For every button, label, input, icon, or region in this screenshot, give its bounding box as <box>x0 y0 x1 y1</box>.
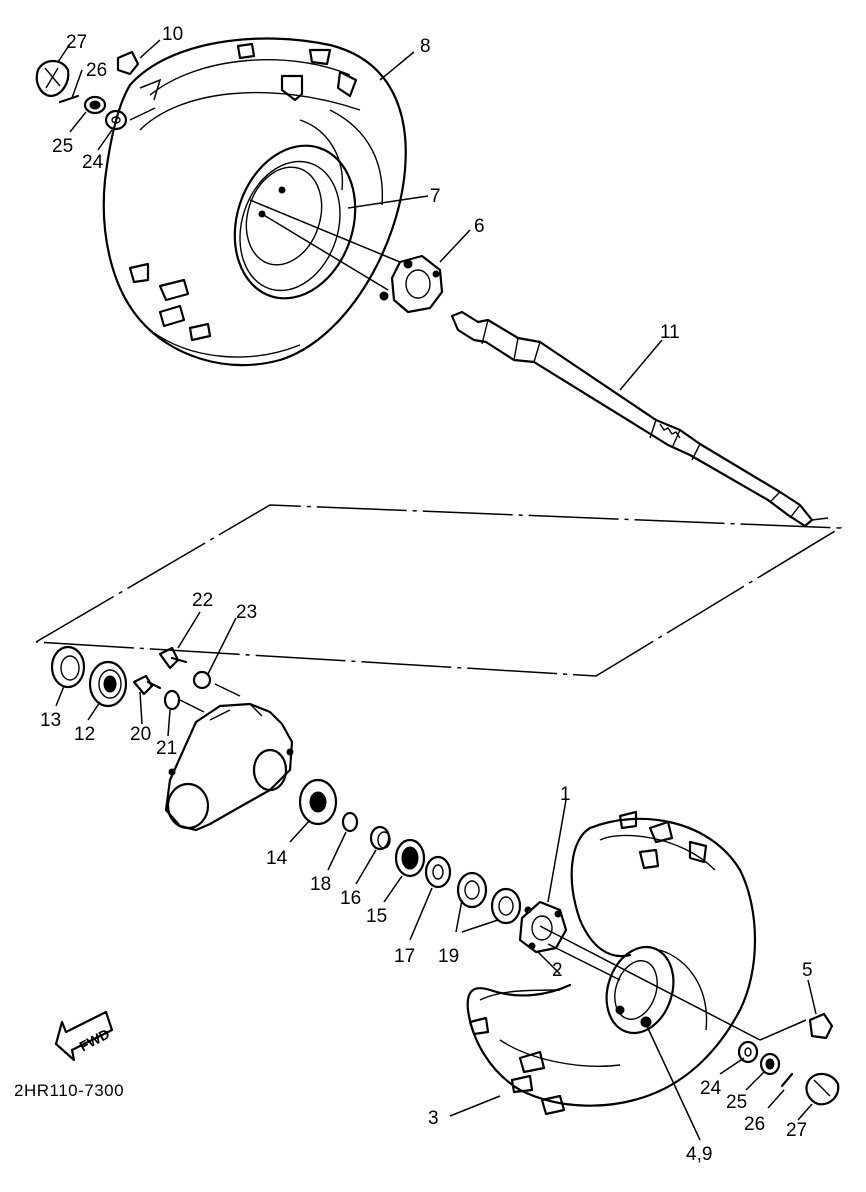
callout-6: 6 <box>474 216 485 237</box>
callout-27-bottom: 27 <box>786 1120 807 1141</box>
differential-case <box>164 702 294 832</box>
washer-23 <box>192 670 212 690</box>
gear-14 <box>298 778 338 826</box>
callout-25-bottom: 25 <box>726 1092 747 1113</box>
callout-17: 17 <box>394 946 415 967</box>
tire-bottom <box>466 810 757 1116</box>
hub-bottom <box>518 900 568 954</box>
callout-15: 15 <box>366 906 387 927</box>
part-code: 2HR110-7300 <box>14 1081 124 1100</box>
hub-top <box>379 254 444 314</box>
callout-11: 11 <box>660 322 680 343</box>
seal-13 <box>50 645 86 689</box>
hardware-bottom <box>737 1012 840 1106</box>
callout-12: 12 <box>74 724 95 745</box>
o-ring-18 <box>341 811 359 833</box>
callout-25-top: 25 <box>52 136 73 157</box>
callout-16: 16 <box>340 888 361 909</box>
callout-19: 19 <box>438 946 459 967</box>
tire-top <box>102 37 407 367</box>
hardware-top <box>35 50 140 131</box>
callout-4-9: 4,9 <box>686 1144 712 1165</box>
washer-17 <box>424 855 452 889</box>
callout-26-bottom: 26 <box>744 1114 765 1135</box>
callout-23: 23 <box>236 602 257 623</box>
callout-3: 3 <box>428 1108 439 1129</box>
axle-shaft <box>450 310 829 528</box>
collar-16 <box>369 825 391 851</box>
callout-22: 22 <box>192 590 213 611</box>
leader-lines <box>55 39 817 1141</box>
callout-26-top: 26 <box>86 60 107 81</box>
seal-15 <box>394 838 426 878</box>
callout-24-top: 24 <box>82 152 104 173</box>
callout-7: 7 <box>430 186 441 207</box>
bearing-12 <box>88 660 128 708</box>
fwd-label: FWD <box>77 1025 113 1054</box>
callout-14: 14 <box>266 848 288 869</box>
callout-24-bottom: 24 <box>700 1078 722 1099</box>
bolt-22 <box>158 646 188 670</box>
fwd-arrow-icon: FWD <box>54 1010 114 1062</box>
washer-21 <box>163 689 181 711</box>
reference-boundary <box>35 504 843 677</box>
callout-1: 1 <box>560 784 571 805</box>
callout-18: 18 <box>310 874 331 895</box>
callout-10: 10 <box>162 24 183 45</box>
callout-20: 20 <box>130 724 151 745</box>
callout-8: 8 <box>420 36 431 57</box>
rim-top <box>233 144 357 300</box>
bearing-19 <box>456 871 522 925</box>
callout-2: 2 <box>552 960 563 981</box>
bolt-20 <box>132 674 162 696</box>
callout-13: 13 <box>40 710 61 731</box>
callout-21: 21 <box>156 738 177 759</box>
callout-labels: 10 27 26 25 24 8 7 6 11 22 23 13 12 20 2… <box>40 24 813 1165</box>
callout-27-top: 27 <box>66 32 87 53</box>
callout-5: 5 <box>802 960 813 981</box>
